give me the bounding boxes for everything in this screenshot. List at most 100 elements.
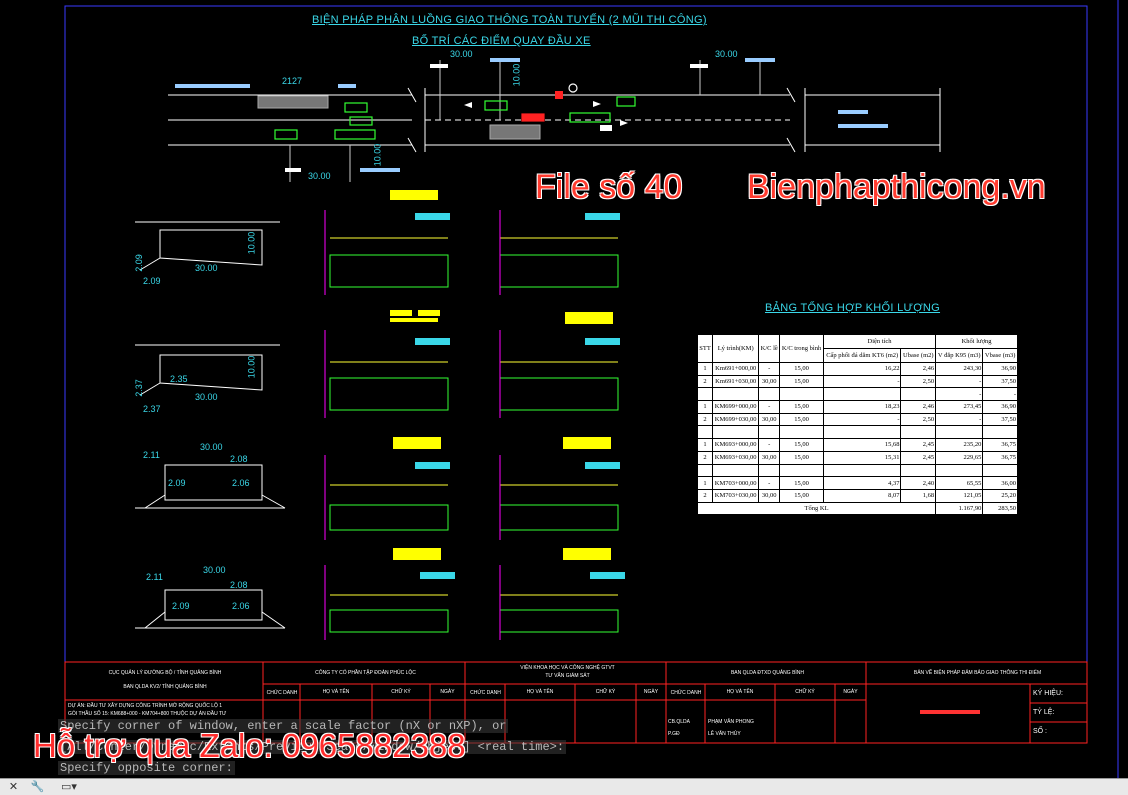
- table-cell: [779, 463, 824, 478]
- drawing-title: BIỆN PHÁP PHÂN LUỒNG GIAO THÔNG TOÀN TUY…: [312, 14, 707, 26]
- table-cell: -: [935, 374, 984, 389]
- table-cell: 15,00: [779, 438, 824, 452]
- th-lytrinh: Lý trình(KM): [712, 334, 760, 363]
- table-cell: [696, 387, 714, 402]
- table-cell: [982, 463, 1018, 478]
- section-details: [324, 210, 619, 640]
- table-cell: 1,68: [900, 488, 937, 503]
- table-cell: 8,07: [822, 488, 902, 503]
- tb-person-2: LÊ VĂN THỦY: [708, 731, 741, 737]
- table-cell: 15,00: [779, 400, 824, 414]
- tb-project: DỰ ÁN: ĐẦU TƯ XÂY DỰNG CÔNG TRÌNH MỞ RỘN…: [68, 703, 223, 709]
- table-row: [696, 425, 1018, 440]
- command-history-line-2: [All/Center/Dynamic/Extents/Previous/Sca…: [58, 740, 567, 754]
- total-v2: 283,50: [982, 501, 1018, 516]
- table-cell: [758, 387, 781, 402]
- section-labels: [390, 190, 613, 560]
- th-sub1: Cấp phối đá dăm KT6 (m2): [822, 348, 902, 363]
- plan-dim-1: 2127: [282, 76, 303, 86]
- sec1-dim-a: 10.00: [246, 231, 257, 255]
- plan-dim-5: 30.00: [308, 171, 331, 181]
- th-dientich: Diện tích: [822, 334, 937, 349]
- drawing-name-label: [920, 710, 980, 714]
- wrench-icon[interactable]: 🔧: [30, 781, 45, 793]
- plan-dim-3: 30.00: [715, 49, 738, 59]
- sec2-dim-c: 2.35: [170, 374, 188, 384]
- table-cell: 37,50: [982, 412, 1018, 427]
- table-cell: [696, 463, 714, 478]
- sec1-dim-d: 2.09: [143, 276, 161, 286]
- road-plan: [168, 60, 941, 182]
- command-menu-icon[interactable]: ▭▾: [61, 781, 77, 793]
- quantity-table: STT Lý trình(KM) K/C lề K/C trong bình D…: [696, 334, 1018, 516]
- total-v1: 1.167,90: [935, 501, 984, 516]
- close-icon[interactable]: ✕: [8, 781, 19, 793]
- table-cell: 2,45: [900, 450, 937, 465]
- sec3-dim-c: 2.08: [230, 454, 248, 464]
- table-cell: Km691+030,00: [712, 374, 760, 389]
- command-prompt[interactable]: Specify opposite corner:: [58, 761, 235, 775]
- tb-h-chuky-1: CHỮ KÝ: [391, 689, 411, 695]
- table-cell: -: [935, 412, 984, 427]
- table-cell: 15,00: [779, 412, 824, 427]
- sec3-dim-d: 2.09: [168, 478, 186, 488]
- table-cell: [900, 425, 937, 440]
- plan-dim-6: 10.00: [372, 143, 383, 167]
- tb-h-hoten-1: HỌ VÀ TÊN: [322, 689, 350, 695]
- table-cell: 15,00: [779, 488, 824, 503]
- command-line-toolbar: ✕ 🔧 ▭▾: [0, 778, 1128, 795]
- tb-kyhieu: KÝ HIỆU:: [1033, 690, 1063, 697]
- table-cell: 36,75: [982, 450, 1018, 465]
- table-row: --: [696, 387, 1018, 402]
- table-cell: -: [758, 400, 781, 414]
- table-cell: 1: [696, 438, 714, 452]
- sec3-dim-e: 2.06: [232, 478, 250, 488]
- table-cell: 2,45: [900, 438, 937, 452]
- table-cell: 65,55: [935, 476, 984, 490]
- sec3-dim-b: 2.11: [143, 450, 160, 460]
- table-cell: 18,23: [822, 400, 902, 414]
- tb-position-1: CB.QLDA: [668, 719, 690, 725]
- table-cell: 273,45: [935, 400, 984, 414]
- table-cell: -: [982, 387, 1018, 402]
- tb-h-ngay-3: NGÀY: [843, 689, 858, 695]
- th-sub3: V đắp K95 (m3): [935, 348, 984, 363]
- quantity-table-title: BẢNG TỔNG HỢP KHỐI LƯỢNG: [765, 302, 941, 314]
- table-cell: 15,00: [779, 476, 824, 490]
- sec1-dim-b: 2.09: [133, 254, 144, 272]
- table-cell: 36,75: [982, 438, 1018, 452]
- th-kc: K/C lề: [758, 334, 781, 363]
- table-cell: [822, 387, 902, 402]
- tb-drawing-name: BẢN VẼ BIỆN PHÁP ĐẢM BẢO GIAO THÔNG THI …: [913, 670, 1042, 676]
- th-kctrong: K/C trong bình: [779, 334, 824, 363]
- sec4-dim-d: 2.09: [172, 601, 190, 611]
- table-cell: 2: [696, 374, 714, 389]
- tb-owner-1: CỤC QUẢN LÝ ĐƯỜNG BỘ / TỈNH QUẢNG BÌNH: [108, 670, 222, 676]
- table-cell: -: [758, 476, 781, 490]
- sec2-dim-b: 2.37: [133, 379, 144, 397]
- command-history-line-1: Specify corner of window, enter a scale …: [58, 719, 509, 733]
- table-cell: [779, 387, 824, 402]
- table-cell: [712, 463, 760, 478]
- table-cell: KM699+000,00: [712, 400, 760, 414]
- drawing-subtitle: BỐ TRÍ CÁC ĐIỂM QUAY ĐẦU XE: [412, 35, 591, 47]
- table-cell: KM693+000,00: [712, 438, 760, 452]
- table-cell: 2: [696, 412, 714, 427]
- table-cell: -: [822, 374, 902, 389]
- table-cell: 15,00: [779, 450, 824, 465]
- table-cell: 36,00: [982, 476, 1018, 490]
- table-cell: -: [935, 387, 984, 402]
- table-cell: 16,22: [822, 362, 902, 376]
- table-cell: 2: [696, 488, 714, 503]
- table-cell: 30,00: [758, 488, 781, 503]
- tb-h-ngay-1: NGÀY: [440, 689, 455, 695]
- tb-h-chuky-2: CHỮ KÝ: [595, 689, 616, 695]
- watermark-zalo: Hỗ trợ qua Zalo: 0965882388: [33, 727, 466, 764]
- table-cell: [822, 463, 902, 478]
- table-cell: -: [822, 412, 902, 427]
- plan-dim-2: 30.00: [450, 49, 473, 59]
